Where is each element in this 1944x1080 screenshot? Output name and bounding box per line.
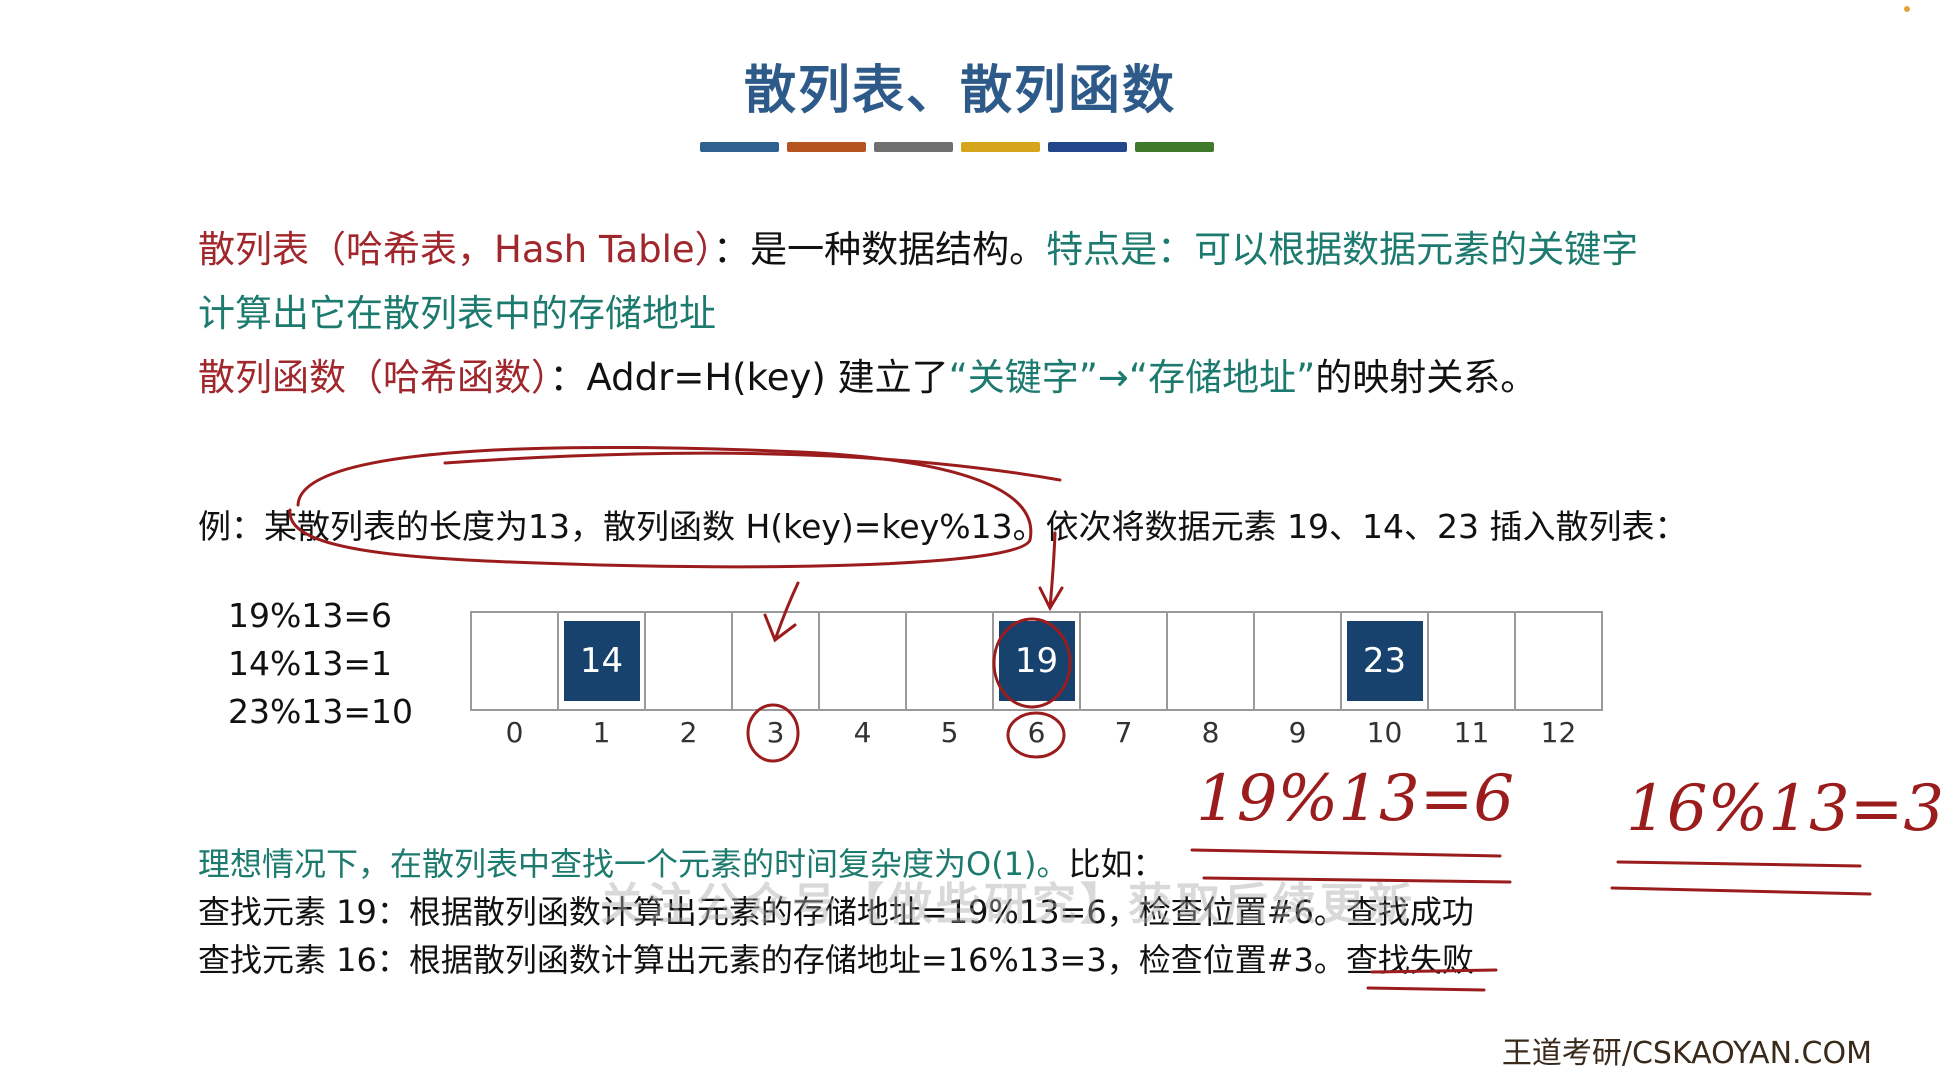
calc-item: 14%13=1 bbox=[228, 644, 392, 683]
table-index: 9 bbox=[1288, 716, 1307, 749]
calc-item: 19%13=6 bbox=[228, 596, 392, 635]
table-index: 0 bbox=[505, 716, 524, 749]
ideal-line: 理想情况下，在散列表中查找一个元素的时间复杂度为O(1)。比如： bbox=[198, 840, 1474, 888]
table-indices: 0 1 2 3 4 5 6 7 8 9 10 11 12 bbox=[471, 716, 1602, 749]
hash-table-feature: 特点是：可以根据数据元素的关键字 bbox=[1046, 228, 1639, 271]
title-bar bbox=[787, 142, 866, 152]
watermark: 关注公众号【做些研究】获取后续更新 bbox=[600, 879, 1416, 930]
table-cell bbox=[1081, 613, 1168, 709]
hash-table-desc: 是一种数据结构。 bbox=[750, 228, 1047, 271]
hash-function-term: 散列函数（哈希函数） bbox=[198, 356, 550, 399]
ink-circle-6 bbox=[1006, 711, 1066, 759]
table-cell: 14 bbox=[559, 613, 646, 709]
ink-circle-3 bbox=[746, 703, 800, 763]
calc-list: 19%13=6 14%13=1 23%13=10 bbox=[228, 592, 413, 736]
lookup-explanation: 理想情况下，在散列表中查找一个元素的时间复杂度为O(1)。比如： 查找元素 19… bbox=[198, 840, 1474, 984]
ink-arrow bbox=[773, 581, 800, 642]
hash-function-formula: Addr=H(key) 建立了 bbox=[586, 356, 949, 399]
title-color-bars bbox=[700, 142, 1214, 152]
mapping-tail: 的映射关系。 bbox=[1315, 356, 1538, 399]
table-value: 23 bbox=[1346, 621, 1423, 701]
ideal-tail: 比如： bbox=[1068, 845, 1165, 883]
table-cell: 23 bbox=[1342, 613, 1429, 709]
table-index: 2 bbox=[679, 716, 698, 749]
definition-line-3: 散列函数（哈希函数）：Addr=H(key) 建立了“关键字”→“存储地址”的映… bbox=[198, 356, 1537, 400]
corner-dot bbox=[1904, 6, 1910, 12]
table-cell bbox=[733, 613, 820, 709]
table-index: 10 bbox=[1366, 716, 1403, 749]
table-index: 6 bbox=[1027, 716, 1046, 749]
handwritten-eq-1: 19%13=6 bbox=[1196, 762, 1515, 836]
definition-line-1: 散列表（哈希表，Hash Table）：是一种数据结构。特点是：可以根据数据元素… bbox=[198, 228, 1638, 272]
example-text: 例：某散列表的长度为13，散列函数 H(key)=key%13。依次将数据元素 … bbox=[198, 507, 1688, 546]
ink-underline bbox=[1370, 968, 1498, 974]
brand-footer: 王道考研/CSKAOYAN.COM bbox=[1501, 1036, 1872, 1071]
ink-arrowhead bbox=[763, 613, 797, 643]
ink-arc bbox=[443, 451, 1062, 482]
colon: ： bbox=[549, 356, 587, 399]
table-index: 12 bbox=[1540, 716, 1577, 749]
table-index: 1 bbox=[592, 716, 611, 749]
ink-underline bbox=[1202, 876, 1512, 884]
table-index: 4 bbox=[853, 716, 872, 749]
table-index: 5 bbox=[940, 716, 959, 749]
ink-underline bbox=[1616, 860, 1862, 868]
ink-arrowhead bbox=[1038, 586, 1064, 612]
table-cell bbox=[472, 613, 559, 709]
ink-arrow bbox=[1048, 531, 1057, 610]
calc-item: 23%13=10 bbox=[228, 692, 413, 731]
ink-underline bbox=[1190, 848, 1502, 858]
colon: ： bbox=[713, 228, 751, 271]
handwritten-eq-2: 16%13=3 bbox=[1626, 772, 1944, 846]
table-index: 3 bbox=[766, 716, 785, 749]
title-bar bbox=[700, 142, 779, 152]
slide-title: 散列表、散列函数 bbox=[743, 61, 1176, 121]
table-cell bbox=[1429, 613, 1516, 709]
table-cell bbox=[646, 613, 733, 709]
mapping-quote: “关键字”→“存储地址” bbox=[948, 356, 1316, 399]
find-19-line: 查找元素 19：根据散列函数计算出元素的存储地址=19%13=6，检查位置#6。… bbox=[198, 893, 1474, 931]
table-cell bbox=[1168, 613, 1255, 709]
title-bar bbox=[1048, 142, 1127, 152]
hash-table-feature-cont: 计算出它在散列表中的存储地址 bbox=[198, 292, 716, 335]
table-index: 7 bbox=[1114, 716, 1133, 749]
table-cell bbox=[1255, 613, 1342, 709]
ink-ellipse bbox=[288, 445, 1033, 569]
table-index: 11 bbox=[1453, 716, 1490, 749]
ink-underline bbox=[1610, 886, 1872, 896]
title-bar bbox=[1135, 142, 1214, 152]
hash-table-term: 散列表（哈希表，Hash Table） bbox=[198, 228, 714, 271]
table-cell bbox=[1516, 613, 1603, 709]
table-index: 8 bbox=[1201, 716, 1220, 749]
ink-underline bbox=[1366, 986, 1486, 992]
title-bar bbox=[961, 142, 1040, 152]
table-cell bbox=[820, 613, 907, 709]
ink-circle-19 bbox=[992, 617, 1072, 709]
ideal-complexity: 理想情况下，在散列表中查找一个元素的时间复杂度为O(1)。 bbox=[198, 845, 1069, 883]
definition-line-2: 计算出它在散列表中的存储地址 bbox=[198, 292, 716, 336]
title-bar bbox=[874, 142, 953, 152]
table-value: 14 bbox=[563, 621, 640, 701]
find-16-line: 查找元素 16：根据散列函数计算出元素的存储地址=16%13=3，检查位置#3。… bbox=[198, 941, 1474, 979]
